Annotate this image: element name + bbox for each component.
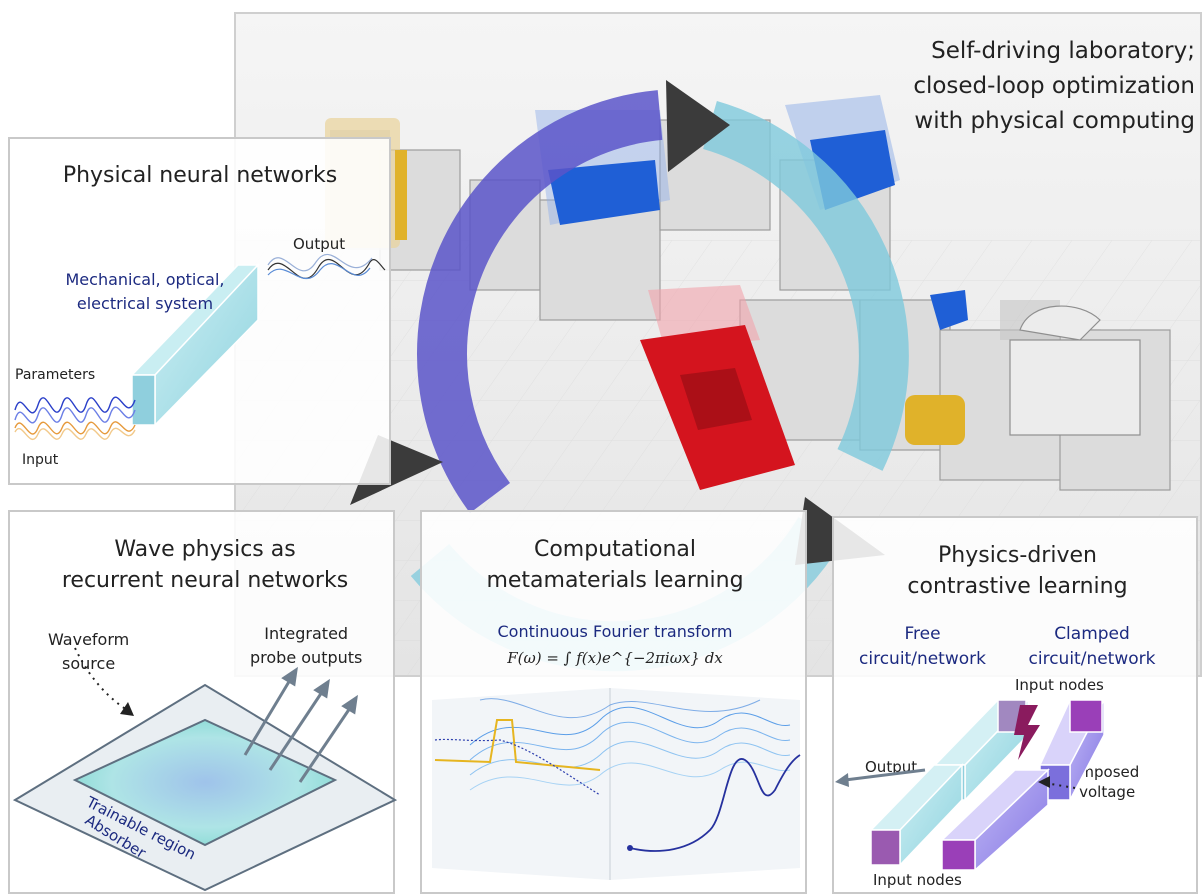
free-network-label: Free circuit/network [859,624,986,669]
trainable-region [72,718,338,847]
pnn-output-label: Output [293,235,346,253]
arrowhead-top [666,80,730,172]
input-nodes-bottom-label: Input nodes [873,871,962,889]
meta-subtitle: Continuous Fourier transform [497,622,733,641]
lab-module-red [640,285,795,490]
pnn-parameters-label: Parameters [15,367,96,383]
wave-title: Wave physics as recurrent neural network… [61,537,349,593]
clamped-network-label: Clamped circuit/network [1028,624,1156,669]
pnn-system-label: Mechanical, optical, electrical system [65,270,225,313]
voltage-spark-icon [1014,705,1040,760]
lab-module-yellow-right [905,395,965,445]
free-network [869,698,1030,867]
meta-equation: F(ω) = ∫ f(x)e^{−2πiωx} dx [507,649,723,667]
pnn-system-prism [130,263,260,427]
wave-probe-label: Integrated probe outputs [250,624,363,667]
contrastive-title: Physics-driven contrastive learning [907,543,1128,599]
pnn-title: Physical neural networks [62,163,338,188]
output-spectrum [629,754,801,852]
meta-title: Computational metamaterials learning [486,537,744,593]
input-nodes-top-label: Input nodes [1015,676,1104,694]
input-pulse [434,719,601,771]
fourier-surface [469,698,791,791]
imposed-voltage-label: Imposed voltage [1075,763,1140,801]
contrastive-output-arrow [844,768,926,782]
lab-instrument [1009,305,1141,436]
pnn-output-wave [267,254,386,280]
pnn-parameter-waves [14,396,136,441]
source-pointer [74,647,131,713]
wave-source-label: Waveform source [48,630,130,673]
clamped-network [940,699,1106,872]
lab-title: Self-driving laboratory; closed-loop opt… [913,38,1195,134]
lab-module-blue-small [930,290,968,330]
voltage-pointer [1044,782,1076,789]
pnn-input-label: Input [22,452,59,468]
probe-output-arrows [243,666,358,783]
